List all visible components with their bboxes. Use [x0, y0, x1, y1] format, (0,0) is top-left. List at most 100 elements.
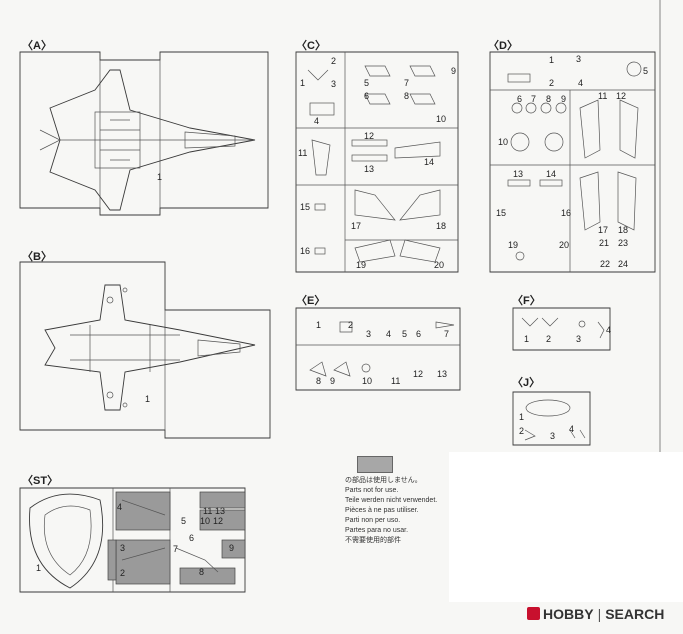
note-line: Parts not for use. — [345, 487, 399, 494]
part-number: 6 — [416, 329, 422, 339]
part-number: 12 — [213, 516, 224, 526]
part-number: 1 — [524, 334, 530, 344]
part-number: 6 — [189, 533, 195, 543]
note-line: Pièces à ne pas utiliser. — [345, 507, 419, 514]
note-line: Partes para no usar. — [345, 527, 409, 534]
watermark-product: SEARCH — [605, 606, 665, 622]
part-number: 5 — [402, 329, 408, 339]
part-number: 11 — [203, 506, 213, 516]
part-number: 19 — [508, 240, 519, 250]
part-number: 16 — [300, 246, 311, 256]
part-number: 18 — [436, 221, 447, 231]
part-number: 15 — [300, 202, 311, 212]
part-number: 5 — [364, 78, 370, 88]
part-number: 5 — [181, 516, 187, 526]
part-number: 2 — [348, 320, 354, 330]
part-number: 4 — [117, 502, 123, 512]
part-number: 8 — [199, 567, 205, 577]
part-number: 1 — [145, 394, 151, 404]
runner-c-drawing — [295, 51, 459, 273]
part-number: 12 — [413, 369, 424, 379]
runner-f-label: 〈F〉 — [512, 295, 541, 307]
part-number: 9 — [451, 66, 457, 76]
runner-j-drawing — [512, 391, 591, 446]
part-number: 13 — [364, 164, 375, 174]
runner-st-drawing — [19, 487, 246, 593]
part-number: 2 — [546, 334, 552, 344]
part-number: 12 — [364, 131, 375, 141]
part-number: 4 — [578, 78, 584, 88]
unused-parts-note: の部品は使用しません。 Parts not for use. Teile wer… — [345, 476, 437, 546]
part-number: 13 — [215, 506, 226, 516]
part-number: 7 — [404, 78, 410, 88]
part-number: 1 — [549, 55, 555, 65]
part-number: 1 — [157, 172, 163, 182]
part-number: 1 — [519, 412, 525, 422]
note-line: Parti non per uso. — [345, 517, 401, 524]
note-line: Teile werden nicht verwendet. — [345, 497, 438, 504]
part-number: 11 — [598, 91, 608, 101]
part-number: 15 — [496, 208, 507, 218]
runner-c-label: 〈C〉 — [296, 40, 326, 52]
part-number: 7 — [531, 94, 537, 104]
runner-a-label: 〈A〉 — [22, 40, 52, 52]
part-number: 11 — [391, 376, 401, 386]
watermark-separator: | — [597, 606, 602, 622]
part-number: 1 — [300, 78, 306, 88]
part-number: 6 — [517, 94, 523, 104]
part-number: 8 — [546, 94, 552, 104]
runner-b-drawing — [19, 261, 271, 439]
note-line: の部品は使用しません。 — [345, 477, 422, 484]
part-number: 14 — [546, 169, 557, 179]
part-number: 1 — [316, 320, 322, 330]
part-number: 9 — [330, 376, 336, 386]
unused-parts-swatch — [357, 456, 393, 473]
part-number: 4 — [386, 329, 392, 339]
part-number: 9 — [561, 94, 567, 104]
part-number: 19 — [356, 260, 367, 270]
part-number: 4 — [569, 424, 575, 434]
part-number: 3 — [331, 79, 337, 89]
part-number: 3 — [366, 329, 372, 339]
part-number: 4 — [314, 116, 320, 126]
runner-d-drawing — [489, 51, 656, 273]
part-number: 23 — [618, 238, 629, 248]
part-number: 5 — [643, 66, 649, 76]
runner-st-label: 〈ST〉 — [22, 475, 59, 487]
part-number: 8 — [404, 91, 410, 101]
runner-e-label: 〈E〉 — [296, 295, 326, 307]
part-number: 10 — [362, 376, 373, 386]
part-number: 9 — [229, 543, 235, 553]
watermark-brand: HOBBY — [543, 606, 594, 622]
runner-a-drawing — [19, 51, 269, 216]
part-number: 8 — [316, 376, 322, 386]
blank-panel — [449, 452, 683, 602]
part-number: 7 — [444, 329, 450, 339]
part-number: 1 — [36, 563, 42, 573]
part-number: 2 — [519, 426, 525, 436]
part-number: 10 — [436, 114, 447, 124]
part-number: 3 — [576, 334, 582, 344]
note-line: 不需要使用的部件 — [345, 537, 401, 544]
part-number: 10 — [200, 516, 211, 526]
runner-f-drawing — [512, 307, 611, 351]
part-number: 3 — [550, 431, 556, 441]
logo-icon — [527, 607, 540, 620]
part-number: 24 — [618, 259, 629, 269]
part-number: 17 — [351, 221, 362, 231]
part-number: 11 — [298, 148, 308, 158]
runner-e-drawing — [295, 307, 461, 391]
part-number: 3 — [120, 543, 126, 553]
part-number: 12 — [616, 91, 627, 101]
part-number: 22 — [600, 259, 611, 269]
part-number: 16 — [561, 208, 572, 218]
part-number: 2 — [120, 568, 126, 578]
part-number: 10 — [498, 137, 509, 147]
part-number: 2 — [549, 78, 555, 88]
runner-b-label: 〈B〉 — [22, 251, 52, 263]
part-number: 2 — [331, 56, 337, 66]
part-number: 13 — [437, 369, 448, 379]
part-number: 3 — [576, 54, 582, 64]
part-number: 6 — [364, 91, 370, 101]
